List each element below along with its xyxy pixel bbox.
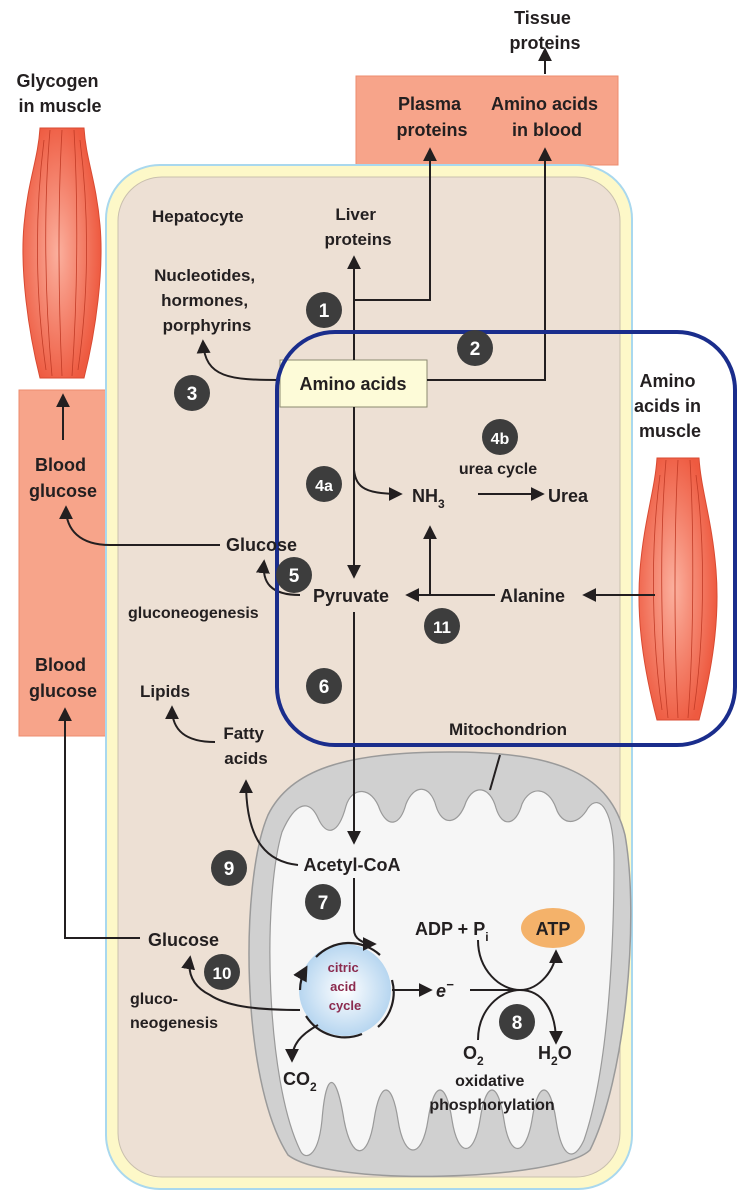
badge-5: 5 [276,557,312,593]
svg-text:1: 1 [319,301,330,322]
svg-text:3: 3 [187,384,198,405]
citric-acid-cycle-label: citric acid cycle [328,960,363,1013]
glucose-upper-label: Glucose [226,535,297,555]
svg-text:10: 10 [213,964,232,983]
badge-2: 2 [457,330,493,366]
amino-acids-label: Amino acids [299,374,406,394]
svg-text:5: 5 [289,566,300,587]
glucose-lower-label: Glucose [148,930,219,950]
acetyl-coa-label: Acetyl-CoA [303,855,400,875]
svg-text:6: 6 [319,677,330,698]
hepatocyte-label: Hepatocyte [152,207,244,226]
badge-9: 9 [211,850,247,886]
svg-text:9: 9 [224,859,235,880]
badge-10: 10 [204,954,240,990]
badge-4a: 4a [306,466,342,502]
svg-text:11: 11 [433,618,451,637]
nucleotides-label: Nucleotides, hormones, porphyrins [154,266,260,335]
lipids-label: Lipids [140,682,190,701]
svg-text:4a: 4a [315,478,333,495]
urea-cycle-label: urea cycle [459,461,537,478]
badge-6: 6 [306,668,342,704]
muscle-cell-glycogen [23,128,101,378]
badge-8: 8 [499,1004,535,1040]
alanine-label: Alanine [500,586,565,606]
badge-7: 7 [305,884,341,920]
badge-3: 3 [174,375,210,411]
svg-text:4b: 4b [491,431,510,448]
urea-label: Urea [548,486,589,506]
amino-acids-in-muscle-label: Amino acids in muscle [634,371,706,441]
pyruvate-label: Pyruvate [313,586,389,606]
muscle-cell-amino-acids [639,458,717,720]
badge-4b: 4b [482,419,518,455]
svg-text:2: 2 [470,339,481,360]
mitochondrion-label: Mitochondrion [449,720,567,739]
badge-11: 11 [424,608,460,644]
gluconeogenesis-upper-label: gluconeogenesis [128,605,259,622]
tissue-proteins-label: Tissue proteins [509,8,580,53]
atp-label: ATP [536,919,571,939]
glycogen-in-muscle-label: Glycogen in muscle [16,71,103,116]
badge-1: 1 [306,292,342,328]
svg-text:7: 7 [318,893,329,914]
svg-text:8: 8 [512,1013,523,1034]
